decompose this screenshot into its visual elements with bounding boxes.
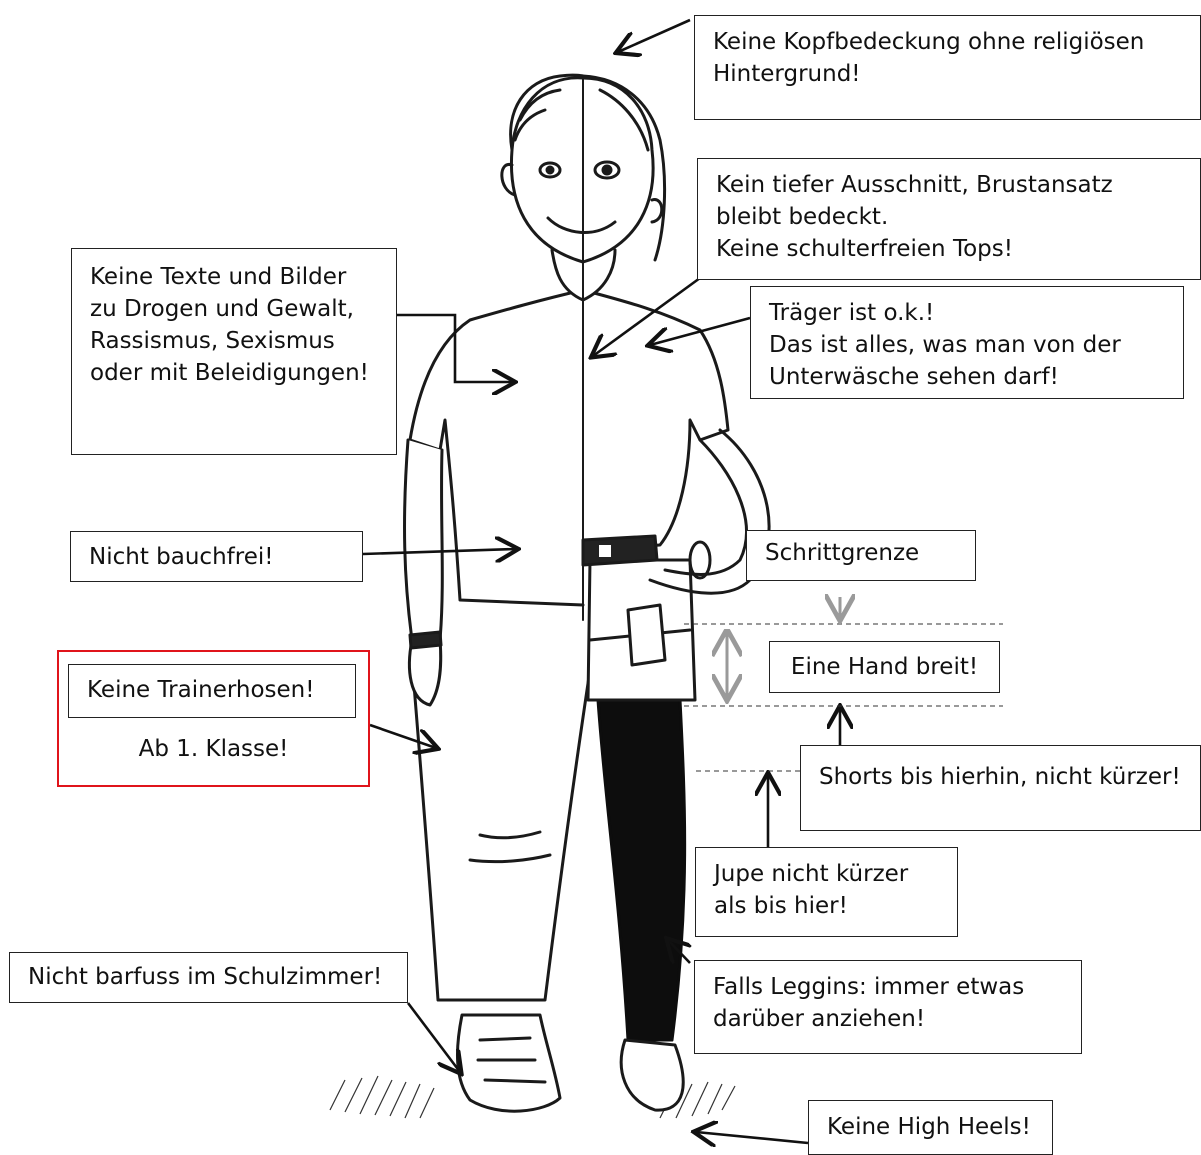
label-trackpants-note: Ab 1. Klasse! (138, 736, 289, 762)
pointer-arrows (362, 18, 840, 1143)
label-skirt: Jupe nicht kürzer als bis hier! (695, 847, 958, 937)
label-shorts: Shorts bis hierhin, nicht kürzer! (800, 745, 1201, 831)
label-neckline: Kein tiefer Ausschnitt, Brustansatz blei… (697, 158, 1201, 280)
label-trackpants: Keine Trainerhosen! (68, 664, 356, 718)
label-leggings: Falls Leggins: immer etwas darüber anzie… (694, 960, 1082, 1054)
label-headwear: Keine Kopfbedeckung ohne religiösen Hint… (694, 15, 1201, 120)
label-hand-width: Eine Hand breit! (769, 641, 1000, 693)
label-crotch-line: Schrittgrenze (746, 530, 976, 581)
label-heels: Keine High Heels! (808, 1100, 1053, 1155)
label-prints: Keine Texte und Bilder zu Drogen und Gew… (71, 248, 397, 455)
label-belly: Nicht bauchfrei! (70, 531, 363, 582)
ground-shadow (329, 1075, 736, 1119)
length-guides (684, 623, 1003, 772)
label-straps: Träger ist o.k.! Das ist alles, was man … (750, 286, 1184, 399)
label-barefoot: Nicht barfuss im Schulzimmer! (9, 952, 408, 1003)
grey-guide-arrows (727, 597, 840, 698)
person-figure (403, 73, 771, 1113)
